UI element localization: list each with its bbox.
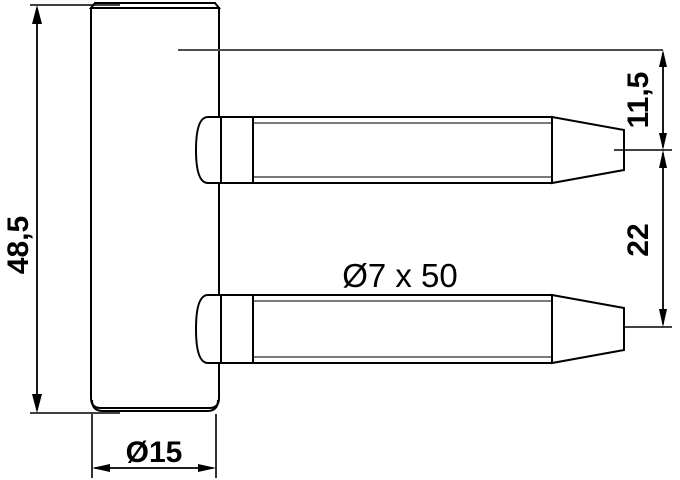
dimension-pin-spacing: 22 xyxy=(622,150,667,327)
upper-pin xyxy=(194,115,625,185)
dim-22-arrow-top xyxy=(659,150,667,168)
dim-48-arrow-bottom xyxy=(32,394,42,413)
upper-pin-shank xyxy=(220,116,553,184)
dim-115-arrow-bottom xyxy=(659,133,667,150)
dim-48-label: 48,5 xyxy=(2,216,35,274)
dim-15-arrow-right xyxy=(198,464,216,472)
plate-bottom-chamfer xyxy=(91,399,219,412)
dimension-overall-height: 48,5 xyxy=(2,4,120,414)
upper-pin-head xyxy=(194,116,222,184)
callout-pin-spec-label: Ø7 x 50 xyxy=(342,257,458,294)
lower-pin xyxy=(194,293,625,365)
lower-pin-head xyxy=(194,294,222,364)
lower-pin-tip xyxy=(551,293,625,365)
reference-lines xyxy=(178,49,672,328)
dim-22-label: 22 xyxy=(622,223,655,256)
callout-pin-spec: Ø7 x 50 xyxy=(342,257,458,294)
dim-115-label: 11,5 xyxy=(622,72,655,129)
dimension-plate-width: Ø15 xyxy=(91,414,217,478)
dim-22-arrow-bottom xyxy=(659,309,667,327)
dim-115-arrow-top xyxy=(659,50,667,67)
mounting-plate xyxy=(88,2,222,412)
upper-pin-tip xyxy=(551,115,625,185)
dim-15-arrow-left xyxy=(92,464,110,472)
dim-48-arrow-top xyxy=(32,5,42,24)
dimension-top-pin-offset: 11,5 xyxy=(622,50,667,150)
dim-15-label: Ø15 xyxy=(126,436,183,469)
lower-pin-shank xyxy=(220,294,553,364)
